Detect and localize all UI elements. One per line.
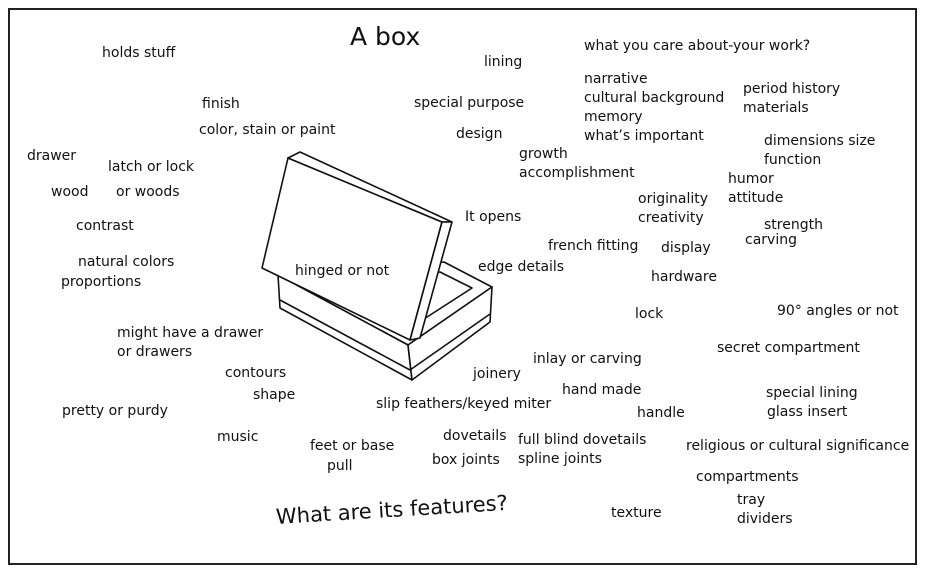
word-display: display bbox=[661, 240, 711, 256]
word-full-blind-dovetails: full blind dovetails bbox=[518, 432, 647, 448]
word-or-woods: or woods bbox=[116, 184, 180, 200]
word-humor: humor bbox=[728, 171, 774, 187]
word-special-lining: special lining bbox=[766, 385, 858, 401]
word-spline-joints: spline joints bbox=[518, 451, 602, 467]
word-design: design bbox=[456, 126, 503, 142]
word-attitude: attitude bbox=[728, 190, 784, 206]
word-narrative: narrative bbox=[584, 71, 648, 87]
word-lining: lining bbox=[484, 54, 523, 70]
diagram-title: A box bbox=[350, 22, 421, 51]
word-glass-insert: glass insert bbox=[767, 404, 848, 420]
word-growth: growth bbox=[519, 146, 568, 162]
word-box-joints: box joints bbox=[432, 452, 500, 468]
word-it-opens: It opens bbox=[465, 209, 522, 225]
word-whats-important: what’s important bbox=[584, 128, 704, 144]
word-tray: tray bbox=[737, 492, 766, 508]
word-originality: originality bbox=[638, 191, 708, 207]
word-special-purpose: special purpose bbox=[414, 95, 525, 111]
word-wood: wood bbox=[51, 184, 89, 200]
word-carving: carving bbox=[745, 232, 797, 248]
word-hardware: hardware bbox=[651, 269, 717, 285]
word-handle: handle bbox=[637, 405, 685, 421]
word-accomplishment: accomplishment bbox=[519, 165, 635, 181]
word-religious-significance: religious or cultural significance bbox=[686, 438, 910, 454]
word-joinery: joinery bbox=[473, 366, 521, 382]
word-lock: lock bbox=[635, 306, 664, 322]
word-color-stain-paint: color, stain or paint bbox=[199, 122, 336, 138]
word-french-fitting: french fitting bbox=[548, 238, 639, 254]
word-music: music bbox=[217, 429, 259, 445]
word-holds-stuff: holds stuff bbox=[102, 45, 176, 61]
word-proportions: proportions bbox=[61, 274, 142, 290]
word-materials: materials bbox=[743, 100, 809, 116]
word-pull: pull bbox=[327, 458, 353, 474]
word-inlay-or-carving: inlay or carving bbox=[533, 351, 642, 367]
word-90-angles: 90° angles or not bbox=[777, 303, 899, 319]
open-box-illustration bbox=[261, 151, 493, 381]
word-contrast: contrast bbox=[76, 218, 134, 234]
word-shape: shape bbox=[253, 387, 296, 403]
word-edge-details: edge details bbox=[478, 259, 565, 275]
word-dovetails: dovetails bbox=[443, 428, 507, 444]
word-might-have-a-drawer: might have a drawer bbox=[117, 325, 264, 341]
word-or-drawers: or drawers bbox=[117, 344, 193, 360]
word-function: function bbox=[764, 152, 822, 168]
word-compartments: compartments bbox=[696, 469, 799, 485]
word-latch-or-lock: latch or lock bbox=[108, 159, 195, 175]
word-finish: finish bbox=[202, 96, 240, 112]
word-drawer: drawer bbox=[27, 148, 77, 164]
word-contours: contours bbox=[225, 365, 287, 381]
word-hinged-or-not: hinged or not bbox=[295, 263, 390, 279]
word-creativity: creativity bbox=[638, 210, 704, 226]
word-cultural-background: cultural background bbox=[584, 90, 725, 106]
word-texture: texture bbox=[611, 505, 662, 521]
word-feet-or-base: feet or base bbox=[310, 438, 395, 454]
word-dimensions-size: dimensions size bbox=[764, 133, 876, 149]
word-strength: strength bbox=[764, 217, 823, 233]
word-pretty-or-purdy: pretty or purdy bbox=[62, 403, 168, 419]
word-secret-compartment: secret compartment bbox=[717, 340, 860, 356]
word-what-you-care-about: what you care about-your work? bbox=[584, 38, 811, 54]
word-hand-made: hand made bbox=[562, 382, 642, 398]
word-memory: memory bbox=[584, 109, 643, 125]
word-period-history: period history bbox=[743, 81, 841, 97]
word-dividers: dividers bbox=[737, 511, 793, 527]
diagram-frame bbox=[8, 8, 917, 565]
word-natural-colors: natural colors bbox=[78, 254, 175, 270]
word-slip-feathers: slip feathers/keyed miter bbox=[376, 396, 552, 412]
